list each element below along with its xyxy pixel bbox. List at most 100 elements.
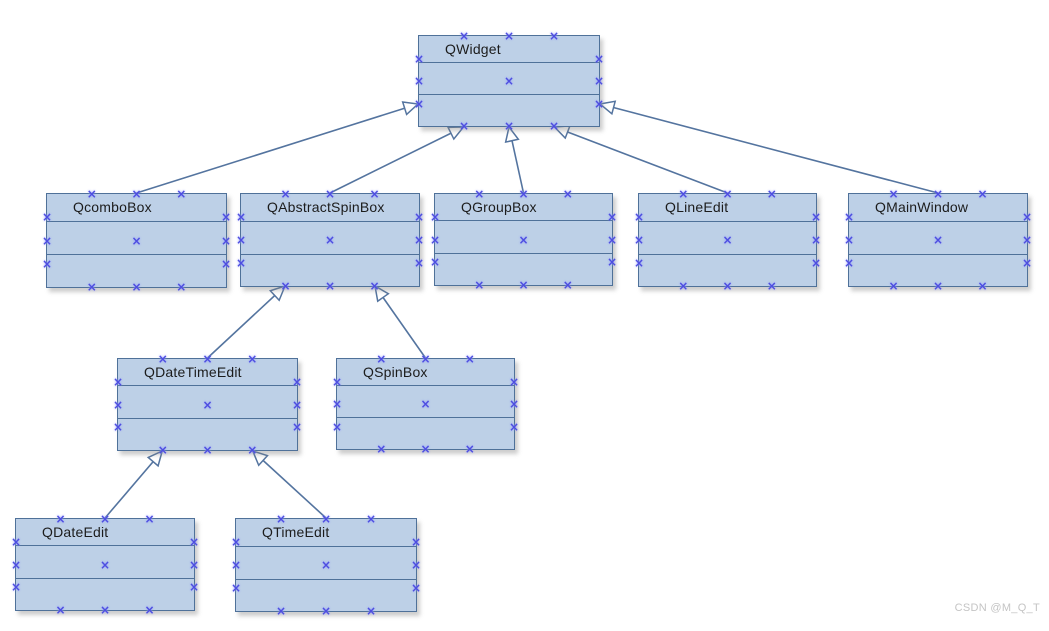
selection-handle[interactable]: ×	[932, 233, 944, 247]
selection-handle[interactable]: ×	[275, 604, 287, 618]
selection-handle[interactable]: ×	[144, 512, 155, 526]
selection-handle[interactable]: ×	[144, 603, 155, 617]
selection-handle[interactable]: ×	[413, 74, 425, 88]
selection-handle[interactable]: ×	[508, 374, 520, 389]
selection-handle[interactable]: ×	[766, 187, 777, 201]
selection-handle[interactable]: ×	[413, 210, 425, 224]
class-box-qtimeedit[interactable]: QTimeEdit ×××××××××××××	[231, 513, 421, 617]
selection-handle[interactable]: ×	[247, 443, 258, 457]
selection-handle[interactable]: ×	[633, 256, 645, 270]
selection-handle[interactable]: ×	[188, 534, 200, 549]
selection-handle[interactable]: ×	[593, 51, 605, 66]
selection-handle[interactable]: ×	[593, 74, 605, 88]
selection-handle[interactable]: ×	[131, 187, 142, 201]
selection-handle[interactable]: ×	[1021, 210, 1033, 224]
selection-handle[interactable]: ×	[324, 279, 336, 293]
selection-handle[interactable]: ×	[508, 397, 520, 411]
selection-handle[interactable]: ×	[10, 534, 22, 549]
selection-handle[interactable]: ×	[678, 279, 689, 293]
selection-handle[interactable]: ×	[331, 374, 343, 389]
selection-handle[interactable]: ×	[413, 96, 425, 111]
class-box-qgroupbox[interactable]: QGroupBox ×××××××××××××	[430, 188, 617, 291]
selection-handle[interactable]: ×	[86, 280, 97, 294]
selection-handle[interactable]: ×	[99, 557, 111, 572]
selection-handle[interactable]: ×	[55, 603, 66, 617]
selection-handle[interactable]: ×	[365, 512, 377, 526]
selection-handle[interactable]: ×	[235, 210, 247, 224]
selection-handle[interactable]: ×	[202, 352, 213, 366]
generalization-qcombobox-qwidget[interactable]	[136, 101, 420, 194]
selection-handle[interactable]: ×	[888, 279, 899, 293]
selection-handle[interactable]: ×	[503, 119, 515, 133]
selection-handle[interactable]: ×	[503, 74, 515, 88]
selection-handle[interactable]: ×	[188, 557, 200, 572]
selection-handle[interactable]: ×	[176, 187, 187, 201]
selection-handle[interactable]: ×	[10, 557, 22, 572]
selection-handle[interactable]: ×	[365, 604, 377, 618]
generalization-qdatetimeedit-qabstractspinbox[interactable]	[206, 284, 287, 359]
selection-handle[interactable]: ×	[1021, 233, 1033, 247]
class-box-qdatetimeedit[interactable]: QDateTimeEdit ×××××××××××××	[113, 353, 302, 456]
selection-handle[interactable]: ×	[633, 210, 645, 224]
selection-handle[interactable]: ×	[932, 279, 944, 293]
selection-handle[interactable]: ×	[280, 279, 291, 293]
generalization-qgroupbox-qwidget[interactable]	[504, 125, 525, 194]
selection-handle[interactable]: ×	[410, 558, 422, 572]
selection-handle[interactable]: ×	[369, 187, 380, 201]
selection-handle[interactable]: ×	[458, 119, 470, 133]
class-box-qcombobox[interactable]: QcomboBox ×××××××××××××	[42, 188, 231, 293]
selection-handle[interactable]: ×	[86, 187, 97, 201]
class-box-qspinbox[interactable]: QSpinBox ×××××××××××××	[332, 353, 519, 455]
selection-handle[interactable]: ×	[843, 233, 855, 247]
selection-handle[interactable]: ×	[810, 256, 822, 270]
selection-handle[interactable]: ×	[131, 280, 142, 294]
selection-handle[interactable]: ×	[722, 233, 733, 247]
generalization-qspinbox-qabstractspinbox[interactable]	[373, 284, 427, 359]
selection-handle[interactable]: ×	[230, 581, 242, 595]
selection-handle[interactable]: ×	[235, 256, 247, 270]
selection-handle[interactable]: ×	[202, 443, 213, 457]
selection-handle[interactable]: ×	[291, 397, 303, 412]
selection-handle[interactable]: ×	[766, 279, 777, 293]
selection-handle[interactable]: ×	[410, 581, 422, 595]
selection-handle[interactable]: ×	[112, 420, 124, 435]
selection-handle[interactable]: ×	[429, 209, 441, 224]
selection-handle[interactable]: ×	[474, 278, 485, 292]
selection-handle[interactable]: ×	[420, 352, 431, 366]
selection-handle[interactable]: ×	[55, 512, 66, 526]
selection-handle[interactable]: ×	[633, 233, 645, 247]
selection-handle[interactable]: ×	[429, 232, 441, 247]
selection-handle[interactable]: ×	[977, 279, 988, 293]
selection-handle[interactable]: ×	[157, 352, 168, 366]
selection-handle[interactable]: ×	[41, 233, 53, 248]
selection-handle[interactable]: ×	[843, 256, 855, 270]
selection-handle[interactable]: ×	[324, 187, 336, 201]
selection-handle[interactable]: ×	[247, 352, 258, 366]
selection-handle[interactable]: ×	[810, 233, 822, 247]
selection-handle[interactable]: ×	[429, 255, 441, 270]
selection-handle[interactable]: ×	[331, 397, 343, 411]
selection-handle[interactable]: ×	[220, 233, 232, 248]
selection-handle[interactable]: ×	[977, 187, 988, 201]
generalization-qmainwindow-qwidget[interactable]	[598, 100, 939, 194]
selection-handle[interactable]: ×	[413, 51, 425, 66]
selection-handle[interactable]: ×	[593, 96, 605, 111]
selection-handle[interactable]: ×	[678, 187, 689, 201]
generalization-qdateedit-qdatetimeedit[interactable]	[104, 449, 164, 519]
selection-handle[interactable]: ×	[10, 580, 22, 595]
selection-handle[interactable]: ×	[932, 187, 944, 201]
selection-handle[interactable]: ×	[508, 419, 520, 434]
selection-handle[interactable]: ×	[220, 256, 232, 271]
selection-handle[interactable]: ×	[548, 29, 560, 43]
selection-handle[interactable]: ×	[41, 256, 53, 271]
selection-handle[interactable]: ×	[1021, 256, 1033, 270]
selection-handle[interactable]: ×	[99, 512, 111, 526]
class-box-qdateedit[interactable]: QDateEdit ×××××××××××××	[11, 513, 199, 616]
selection-handle[interactable]: ×	[280, 187, 291, 201]
selection-handle[interactable]: ×	[606, 255, 618, 270]
selection-handle[interactable]: ×	[291, 420, 303, 435]
selection-handle[interactable]: ×	[413, 233, 425, 247]
selection-handle[interactable]: ×	[291, 374, 303, 389]
selection-handle[interactable]: ×	[41, 210, 53, 225]
selection-handle[interactable]: ×	[376, 352, 387, 366]
